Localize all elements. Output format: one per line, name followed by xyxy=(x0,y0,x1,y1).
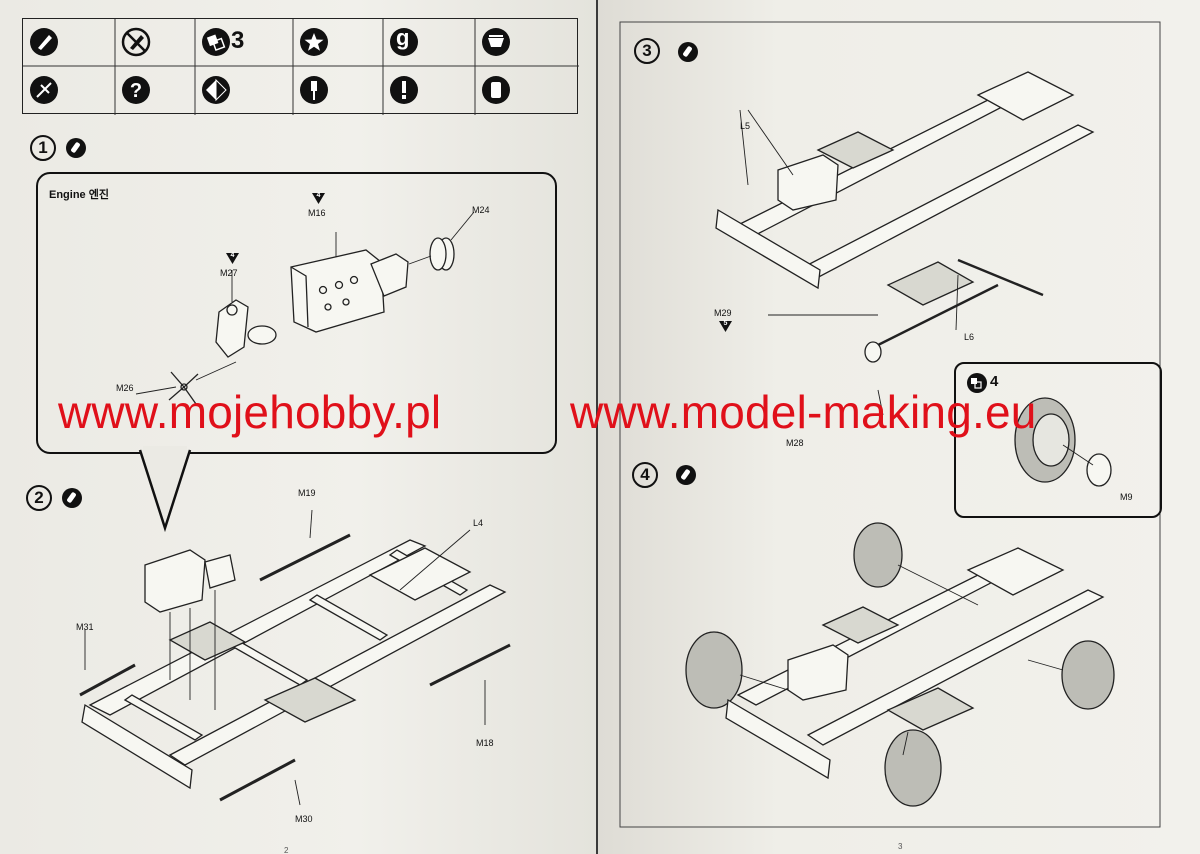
cement-icon xyxy=(676,465,696,485)
drill-icon xyxy=(300,76,328,104)
part-label-m16: M16 xyxy=(308,208,326,218)
question-icon: ? xyxy=(122,76,150,104)
legend-do-not-cement xyxy=(117,19,209,65)
legend-painting xyxy=(477,67,569,113)
part-label-m28: M28 xyxy=(786,438,804,448)
part-label-m24: M24 xyxy=(472,205,490,215)
part-label-m9: M9 xyxy=(1120,492,1133,502)
legend-decals xyxy=(295,19,387,65)
watermark-left: www.mojehobby.pl xyxy=(58,386,442,438)
part-label-m18: M18 xyxy=(476,738,494,748)
part-label-m29: M29 xyxy=(714,308,732,318)
legend-be-careful xyxy=(385,67,477,113)
legend-optional-parts: ? xyxy=(117,67,209,113)
count-callout-m16 xyxy=(312,193,325,204)
watermark-right: www.model-making.eu xyxy=(570,386,1037,438)
bubble-pointer xyxy=(138,446,192,533)
legend-add-weight: g xyxy=(385,19,477,65)
legend-repeat-operation: 3 xyxy=(197,19,289,65)
part-label-l4: L4 xyxy=(473,518,484,528)
part-label-l5: L5 xyxy=(740,121,751,131)
legend-grid xyxy=(23,19,579,115)
count-m27: 4 xyxy=(230,252,235,259)
count-callout-m29 xyxy=(719,321,732,332)
legend-make-hole xyxy=(295,67,387,113)
legend-cut-away xyxy=(25,67,117,113)
page-number-right: 3 xyxy=(898,842,903,851)
cement-icon xyxy=(66,138,86,158)
engine-diagram xyxy=(135,211,475,405)
repeat-icon xyxy=(202,28,230,56)
page-number-left: 2 xyxy=(284,846,289,854)
chassis-frame-diagram xyxy=(79,509,511,806)
symbol-legend-table: 3 g ? xyxy=(22,18,579,115)
part-label-l6: L6 xyxy=(964,332,975,342)
right-page: 3 L5 M29 5 L6 M28 4 xyxy=(598,0,1200,854)
part-label-m19: M19 xyxy=(298,488,316,498)
cut-icon xyxy=(30,76,58,104)
svg-text:?: ? xyxy=(130,80,142,102)
count-callout-m27 xyxy=(226,253,239,264)
inset-repeat-count: 4 xyxy=(990,373,999,390)
part-label-m27: M27 xyxy=(220,268,238,278)
wheel-diagram xyxy=(1014,397,1112,487)
legend-cement-parts xyxy=(25,19,117,65)
cement-icon xyxy=(678,42,698,62)
engine-title: Engine 엔진 xyxy=(49,189,109,201)
step-3-number: 3 xyxy=(634,38,660,64)
weight-icon xyxy=(390,28,418,56)
legend-use-filler xyxy=(477,19,569,65)
engine-subassembly-bubble xyxy=(36,172,557,454)
step-1-number: 1 xyxy=(30,135,56,161)
count-m16: 4 xyxy=(316,192,321,199)
count-m29: 5 xyxy=(723,320,728,327)
warning-icon xyxy=(390,76,418,104)
no-cement-icon xyxy=(121,27,151,57)
legend-repeat-opposite-side xyxy=(197,67,289,113)
part-label-m26: M26 xyxy=(116,383,134,393)
cement-icon xyxy=(62,488,82,508)
paint-icon xyxy=(482,76,510,104)
part-label-m31: M31 xyxy=(76,622,94,632)
part-label-m30: M30 xyxy=(295,814,313,824)
glue-letter: g xyxy=(396,25,410,50)
decal-star-icon xyxy=(300,28,328,56)
cement-icon xyxy=(30,28,58,56)
wheels-attach-diagram xyxy=(685,522,1115,807)
left-page: 3 g ? 1 xyxy=(0,0,596,854)
opposite-side-icon xyxy=(202,76,230,104)
step-2-number: 2 xyxy=(26,485,52,511)
repeat-icon xyxy=(967,373,987,393)
filler-icon xyxy=(482,28,510,56)
wheel-inset-box xyxy=(954,362,1162,518)
repeat-count: 3 xyxy=(231,27,245,54)
front-axle-diagram xyxy=(715,71,1095,416)
step-4-number: 4 xyxy=(632,462,658,488)
